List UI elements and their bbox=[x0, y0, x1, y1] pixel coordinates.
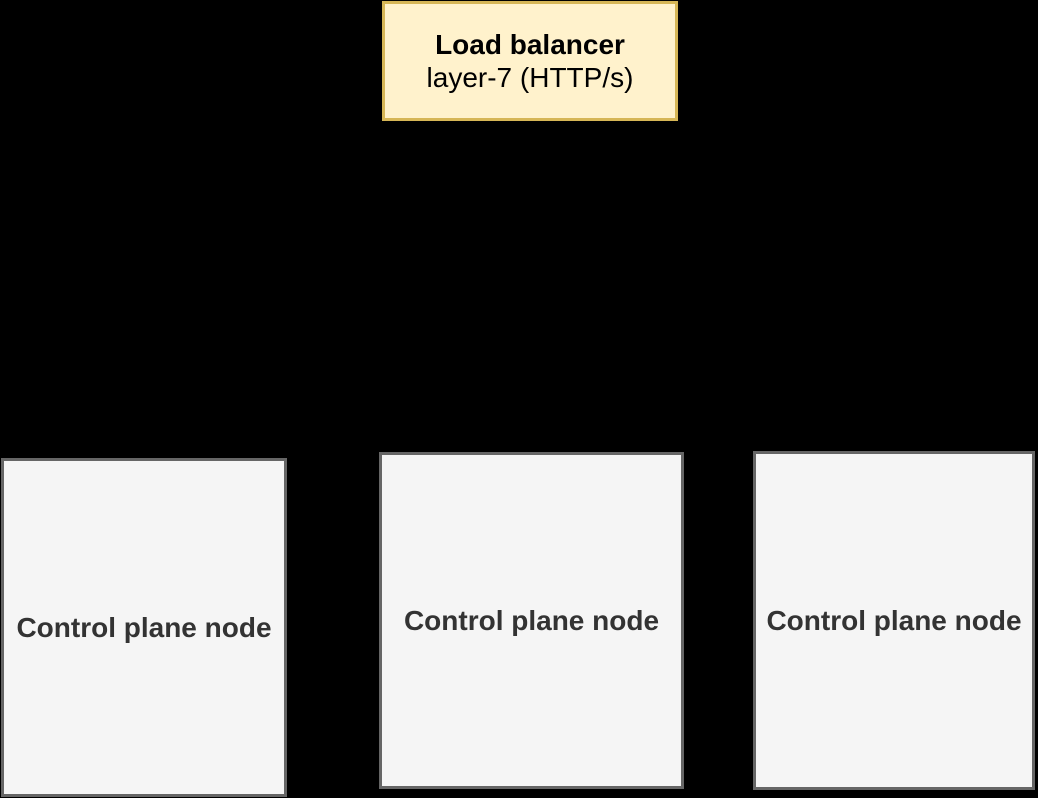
control-plane-node-1-label: Control plane node bbox=[16, 612, 272, 643]
control-plane-node-2-label: Control plane node bbox=[403, 605, 660, 636]
load-balancer-node: Load balancer layer-7 (HTTP/s) bbox=[382, 1, 678, 121]
control-plane-node-3-label: Control plane node bbox=[766, 605, 1022, 636]
control-plane-node-1: Control plane node bbox=[1, 458, 287, 797]
load-balancer-title: Load balancer bbox=[435, 29, 625, 60]
control-plane-node-3: Control plane node bbox=[753, 451, 1035, 790]
control-plane-node-2: Control plane node bbox=[379, 452, 684, 789]
load-balancer-subtitle: layer-7 (HTTP/s) bbox=[426, 62, 634, 93]
